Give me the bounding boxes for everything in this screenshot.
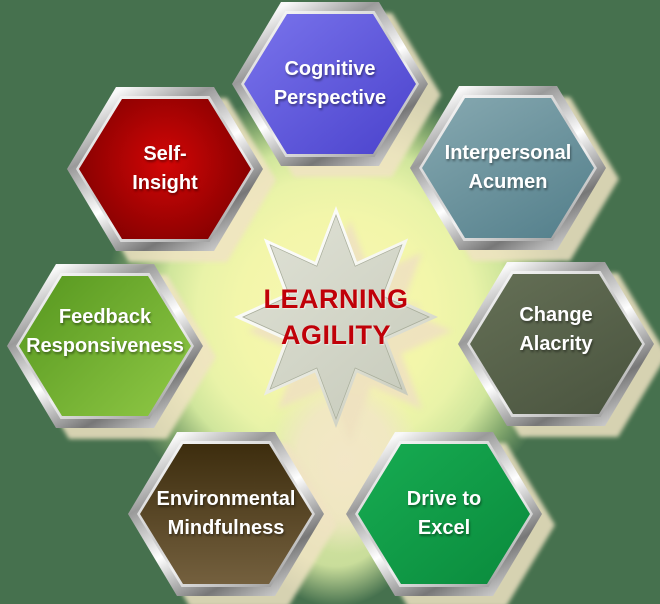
hexagon-cognitive-perspective: Cognitive Perspective [232, 2, 428, 166]
hexagon-self-insight: Self- Insight [67, 87, 263, 251]
star-fill [244, 216, 428, 418]
star-label-line1: LEARNING [263, 284, 409, 314]
hexagon-label: Change Alacrity [519, 304, 593, 355]
hexagon-label: Cognitive Perspective [273, 58, 387, 109]
hexagon-feedback-responsiveness: Feedback Responsiveness [7, 264, 203, 428]
hexagon-label: Interpersonal Acumen [444, 142, 572, 193]
hexagon-label: Environmental Mindfulness [156, 488, 296, 539]
hexagon-drive-to-excel: Drive to Excel [346, 432, 542, 596]
hexagon-fill [19, 276, 191, 416]
star-label-line2: AGILITY [281, 320, 391, 350]
hexagon-interpersonal-acumen: Interpersonal Acumen [410, 86, 606, 250]
hexagon-change-alacrity: Change Alacrity [458, 262, 654, 426]
hexagon-label: Feedback Responsiveness [26, 306, 184, 357]
hexagon-environmental-mindfulness: Environmental Mindfulness [128, 432, 324, 596]
hexagon-label: Drive to Excel [406, 488, 482, 539]
center-star-label: LEARNING AGILITY [234, 206, 438, 428]
hexagon-label: Self- Insight [132, 143, 198, 194]
center-star: LEARNING AGILITY [234, 206, 438, 428]
